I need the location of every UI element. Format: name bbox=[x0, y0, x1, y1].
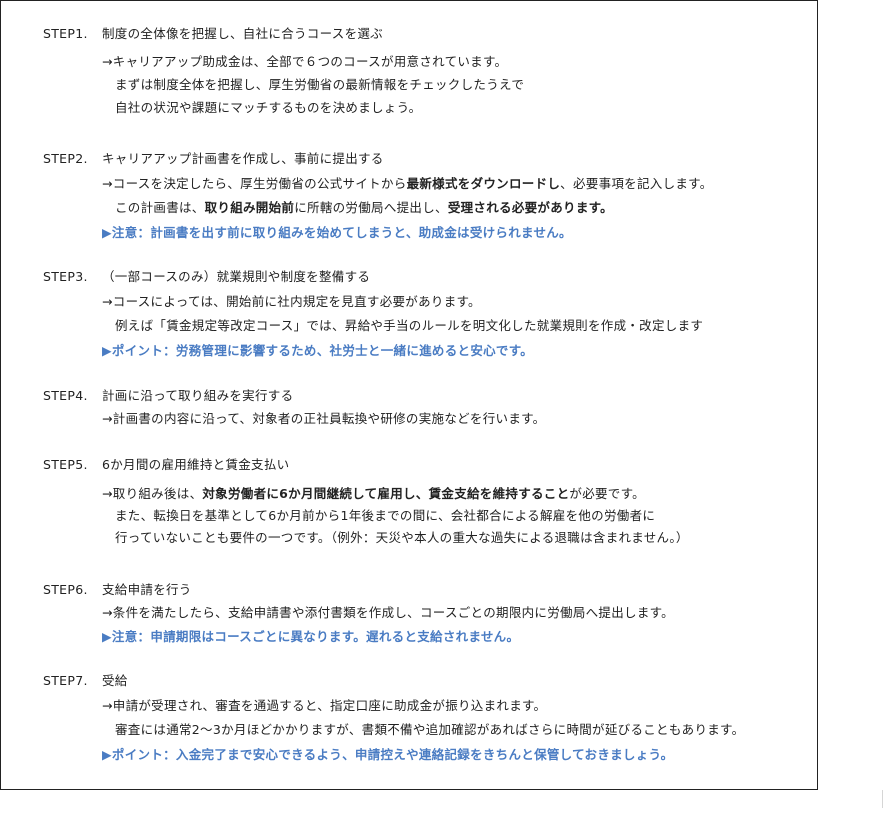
step4-title: 計画に沿って取り組みを実行する bbox=[102, 388, 294, 403]
step5-line-1: →取り組み後は、対象労働者に6か月間継続して雇用し、賃金支給を維持することが必要… bbox=[102, 486, 645, 502]
step2-line-1: →コースを決定したら、厚生労働省の公式サイトから最新様式をダウンロードし、必要事… bbox=[102, 176, 713, 192]
step7-title: 受給 bbox=[102, 673, 128, 688]
step5-line-1-emphasis: 対象労働者に6か月間継続して雇用し、賃金支給を維持すること bbox=[202, 486, 570, 501]
step3-note: ▶ポイント：労務管理に影響するため、社労士と一緒に進めると安心です。 bbox=[102, 343, 534, 358]
step3-label: STEP3. bbox=[43, 269, 88, 284]
step1-line-1: →キャリアアップ助成金は、全部で６つのコースが用意されています。 bbox=[102, 54, 508, 69]
step2-line-2-emphasis-2: 受理される必要があります。 bbox=[447, 200, 613, 215]
step7-line-1: →申請が受理され、審査を通過すると、指定口座に助成金が振り込まれます。 bbox=[102, 698, 547, 713]
step6-line-1: →条件を満たしたら、支給申請書や添付書類を作成し、コースごとの期限内に労働局へ提… bbox=[102, 605, 674, 620]
step4-line-1: →計画書の内容に沿って、対象者の正社員転換や研修の実施などを行います。 bbox=[102, 411, 546, 426]
step2-line-2: この計画書は、取り組み開始前に所轄の労働局へ提出し、受理される必要があります。 bbox=[115, 200, 613, 216]
step5-title: 6か月間の雇用維持と賃金支払い bbox=[102, 457, 290, 472]
step7-line-2: 審査には通常2〜3か月ほどかかりますが、書類不備や追加確認があればさらに時間が延… bbox=[115, 722, 745, 737]
step3-title: （一部コースのみ）就業規則や制度を整備する bbox=[102, 269, 371, 284]
step6-label: STEP6. bbox=[43, 582, 88, 597]
step5-label: STEP5. bbox=[43, 457, 88, 472]
step1-title: 制度の全体像を把握し、自社に合うコースを選ぶ bbox=[102, 26, 383, 41]
step1-label: STEP1. bbox=[43, 26, 88, 41]
step7-note: ▶ポイント：入金完了まで安心できるよう、申請控えや連絡記録をきちんと保管しておき… bbox=[102, 747, 674, 762]
step5-line-1-text-a: →取り組み後は、 bbox=[102, 486, 203, 501]
step5-line-1-text-c: が必要です。 bbox=[569, 486, 645, 501]
step7-label: STEP7. bbox=[43, 673, 88, 688]
step2-line-2-text-c: に所轄の労働局へ提出し、 bbox=[294, 200, 448, 215]
step2-line-1-text-c: 、必要事項を記入します。 bbox=[560, 176, 713, 191]
step2-title: キャリアアップ計画書を作成し、事前に提出する bbox=[102, 151, 384, 166]
step5-line-2: また、転換日を基準として6か月前から1年後までの間に、会社都合による解雇を他の労… bbox=[115, 508, 656, 523]
page-edge-divider bbox=[882, 790, 883, 808]
step2-line-2-text-a: この計画書は、 bbox=[115, 200, 205, 215]
step5-line-3: 行っていないことも要件の一つです。（例外：天災や本人の重大な過失による退職は含ま… bbox=[115, 530, 689, 545]
step3-line-1: →コースによっては、開始前に社内規定を見直す必要があります。 bbox=[102, 294, 481, 309]
step2-line-1-text-a: →コースを決定したら、厚生労働省の公式サイトから bbox=[102, 176, 407, 191]
step6-note: ▶注意：申請期限はコースごとに異なります。遅れると支給されません。 bbox=[102, 629, 520, 644]
step2-note: ▶注意：計画書を出す前に取り組みを始めてしまうと、助成金は受けられません。 bbox=[102, 225, 572, 240]
step3-line-2: 例えば「賃金規定等改定コース」では、昇給や手当のルールを明文化した就業規則を作成… bbox=[115, 318, 704, 333]
step1-line-3: 自社の状況や課題にマッチするものを決めましょう。 bbox=[115, 100, 422, 115]
document-frame: STEP1. 制度の全体像を把握し、自社に合うコースを選ぶ →キャリアアップ助成… bbox=[0, 0, 818, 790]
step1-line-2: まずは制度全体を把握し、厚生労働省の最新情報をチェックしたうえで bbox=[115, 77, 525, 92]
step6-title: 支給申請を行う bbox=[102, 582, 192, 597]
step2-line-2-emphasis-1: 取り組み開始前 bbox=[204, 200, 295, 215]
step2-label: STEP2. bbox=[43, 151, 88, 166]
step2-line-1-emphasis: 最新様式をダウンロードし bbox=[406, 176, 561, 191]
step4-label: STEP4. bbox=[43, 388, 88, 403]
